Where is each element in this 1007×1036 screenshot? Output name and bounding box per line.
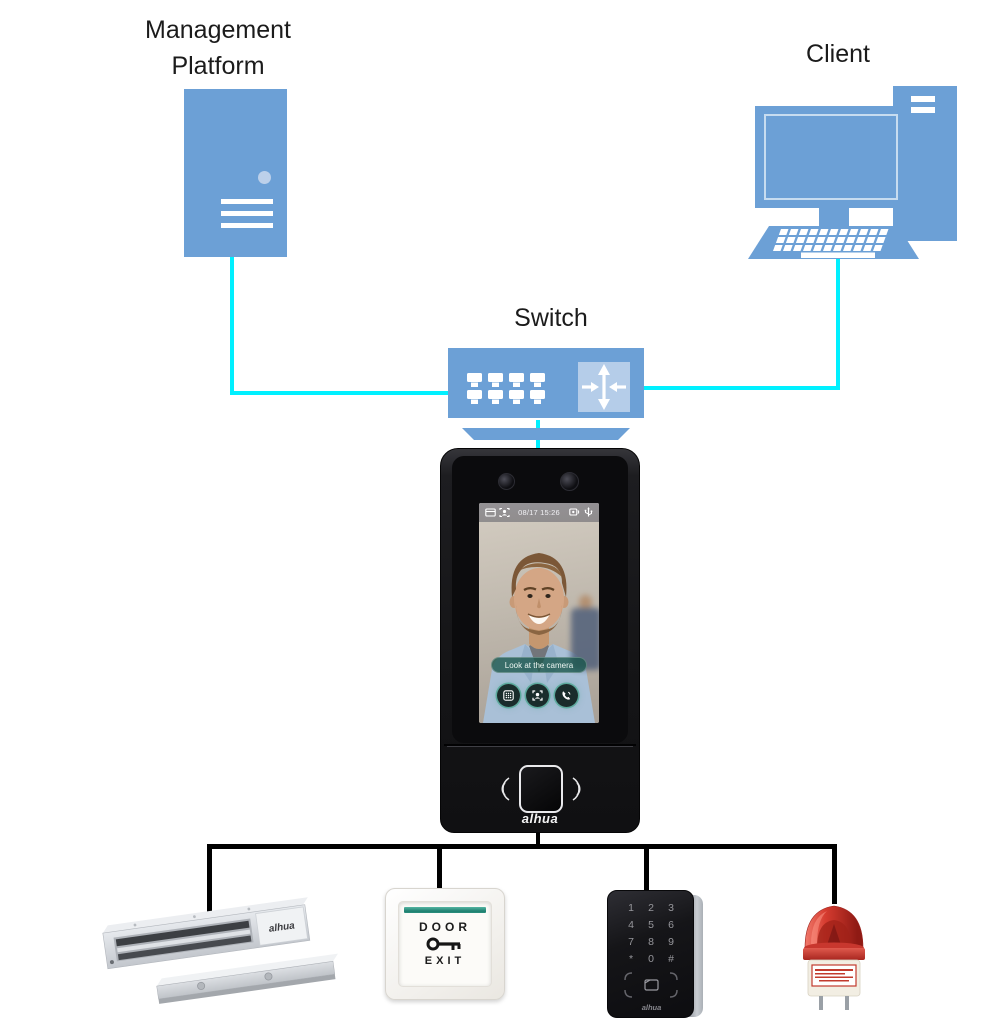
magnetic-lock-icon: alhua <box>102 897 338 1004</box>
call-icon <box>562 691 571 700</box>
wire-drop-maglock <box>207 844 212 918</box>
exit-button-exit-text: EXIT <box>424 955 466 967</box>
terminal-time: 08/17 15:26 <box>518 508 560 517</box>
keypad-dahua-logo: alhua <box>641 1003 662 1012</box>
server-vent-bar <box>221 211 273 216</box>
look-at-camera-prompt: Look at the camera <box>491 657 587 673</box>
fingerprint-card-reader <box>519 765 563 813</box>
keypad-key: 5 <box>648 919 654 931</box>
keypad-key: 3 <box>668 902 674 914</box>
keypad-icon <box>503 690 514 701</box>
server-vent-bar <box>221 223 273 228</box>
pc-monitor <box>755 106 907 208</box>
exit-button-panel: DOOR EXIT <box>398 901 492 987</box>
face-recognition-button <box>526 684 549 707</box>
wire-bus <box>207 844 837 849</box>
link-platform-horizontal <box>230 391 449 395</box>
wire-terminal-drop <box>536 829 540 846</box>
keypad-key: 7 <box>628 936 634 948</box>
wire-drop-siren <box>832 844 837 904</box>
keypad-front-face: 1 2 3 4 5 6 7 8 9 * 0 # alh <box>607 890 694 1018</box>
server-power-dot <box>258 171 271 184</box>
card-swipe-zone-icon <box>624 972 678 998</box>
proximity-wave-right-icon <box>572 777 581 801</box>
link-client-vertical <box>836 256 840 390</box>
keypad-key: 1 <box>628 902 634 914</box>
camera-lens-icon <box>560 472 579 491</box>
exit-button-icon: DOOR EXIT <box>385 888 505 1000</box>
keypad-key: 9 <box>668 936 674 948</box>
terminal-seam-highlight <box>447 746 633 747</box>
client-computer-icon <box>748 86 957 259</box>
keypad-keys: 1 2 3 4 5 6 7 8 9 * 0 # <box>621 900 681 968</box>
keypad-key: * <box>628 953 634 965</box>
keypad-key: 4 <box>628 919 634 931</box>
access-terminal: 08/17 15:26 Look at t <box>440 448 640 833</box>
key-icon <box>426 937 461 951</box>
server-icon <box>184 89 287 257</box>
keypad-key: 2 <box>648 902 654 914</box>
card-icon <box>484 508 496 517</box>
pc-monitor-stand <box>819 208 849 227</box>
terminal-seam <box>444 744 636 746</box>
switch-icon <box>448 348 644 440</box>
face-photo: 08/17 15:26 Look at t <box>479 503 599 723</box>
switch-ports <box>467 373 545 404</box>
call-button <box>555 684 578 707</box>
keypad-key: # <box>668 953 674 965</box>
maglock-dahua-logo: alhua <box>268 920 296 935</box>
keypad-key: 6 <box>668 919 674 931</box>
switch-label: Switch <box>514 304 588 332</box>
routing-arrows-icon <box>582 364 626 410</box>
server-vent-bar <box>221 199 273 204</box>
siren-label <box>811 964 857 987</box>
exit-button-stripe <box>404 907 486 913</box>
link-client-horizontal <box>643 386 840 390</box>
face-detect-icon <box>498 507 510 518</box>
proximity-wave-left-icon <box>501 777 510 801</box>
client-label: Client <box>806 40 870 68</box>
terminal-status-bar: 08/17 15:26 <box>479 503 599 522</box>
wire-drop-keypad <box>644 844 649 894</box>
management-platform-label: Management Platform <box>145 16 291 81</box>
wire-drop-exit-button <box>437 844 442 892</box>
alarm-siren-icon <box>803 905 865 1010</box>
terminal-screen: 08/17 15:26 Look at t <box>479 503 599 723</box>
keypad-key: 8 <box>648 936 654 948</box>
link-platform-vertical <box>230 255 234 395</box>
intercom-icon <box>568 508 579 516</box>
usb-mic-icon <box>584 507 592 517</box>
face-frame-icon <box>532 690 543 701</box>
keypad-key: 0 <box>648 953 654 965</box>
camera-lens-icon <box>498 473 515 490</box>
switch-base <box>462 428 630 440</box>
keypad-button <box>497 684 520 707</box>
exit-button-door-text: DOOR <box>419 920 471 934</box>
keypad-reader-icon: 1 2 3 4 5 6 7 8 9 * 0 # alh <box>607 890 703 1020</box>
dahua-logo: alhua <box>521 811 559 826</box>
